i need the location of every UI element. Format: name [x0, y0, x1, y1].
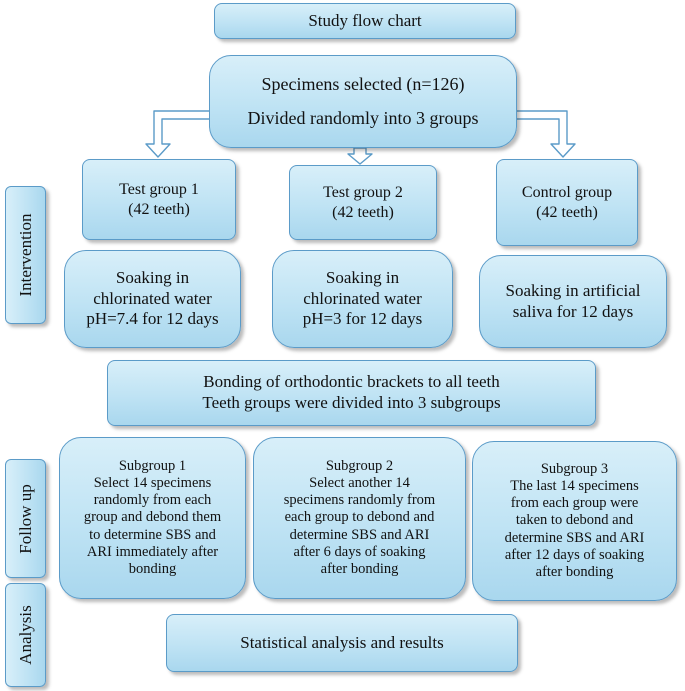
analysis-box: Statistical analysis and results: [166, 614, 518, 672]
subgroup-line: each group to debond and: [284, 509, 435, 526]
follow-up-label-box: Follow up: [5, 459, 46, 578]
selection-line-1: Specimens selected (n=126): [261, 73, 465, 94]
intervention-label-box: Intervention: [5, 186, 46, 324]
intervention-label: Intervention: [15, 213, 35, 297]
soaking-line: Soaking in artificial: [505, 280, 641, 300]
group-count: (42 teeth): [128, 200, 190, 218]
soaking-line: chlorinated water: [303, 288, 422, 308]
subgroup-box-3: Subgroup 3 The last 14 specimens from ea…: [472, 441, 677, 601]
group-box-test-2: Test group 2 (42 teeth): [289, 165, 437, 240]
subgroup-line: Subgroup 2: [325, 458, 394, 475]
group-name: Control group: [521, 183, 613, 201]
group-name: Test group 2: [323, 183, 403, 201]
subgroup-line: Select another 14: [309, 475, 410, 492]
soaking-line: chlorinated water: [93, 288, 212, 308]
arrow-to-test-group-2: [347, 147, 373, 165]
soaking-box-test-2: Soaking in chlorinated water pH=3 for 12…: [272, 250, 453, 348]
analysis-text: Statistical analysis and results: [240, 632, 444, 652]
subgroup-line: from each group were: [510, 495, 639, 512]
soaking-box-control: Soaking in artificial saliva for 12 days: [479, 255, 667, 348]
soaking-line: pH=3 for 12 days: [302, 309, 423, 329]
subgroup-line: specimens randomly from: [283, 492, 436, 509]
analysis-label: Analysis: [15, 605, 35, 665]
subgroup-line: Subgroup 3: [540, 461, 609, 478]
selection-box: Specimens selected (n=126) Divided rando…: [209, 55, 517, 148]
subgroup-line: after 6 days of soaking: [293, 543, 426, 560]
soaking-line: saliva for 12 days: [512, 301, 634, 321]
soaking-box-test-1: Soaking in chlorinated water pH=7.4 for …: [64, 250, 241, 348]
subgroup-line: Select 14 specimens: [93, 475, 212, 492]
subgroup-line: Subgroup 1: [118, 458, 187, 475]
analysis-label-box: Analysis: [5, 583, 46, 687]
subgroup-line: after 12 days of soaking: [504, 546, 645, 563]
follow-up-label: Follow up: [15, 483, 35, 554]
subgroup-box-1: Subgroup 1 Select 14 specimens randomly …: [59, 437, 246, 599]
subgroup-line: determine SBS and ARI: [504, 529, 645, 546]
subgroup-box-2: Subgroup 2 Select another 14 specimens r…: [253, 437, 466, 599]
subgroup-line: group and debond them: [83, 509, 222, 526]
subgroup-line: to determine SBS and: [89, 526, 216, 543]
group-count: (42 teeth): [536, 203, 598, 221]
subgroup-line: ARI immediately after: [86, 543, 219, 560]
bonding-box: Bonding of orthodontic brackets to all t…: [107, 360, 596, 426]
subgroup-line: after bonding: [535, 563, 614, 580]
group-box-control: Control group (42 teeth): [496, 159, 638, 246]
subgroup-line: taken to debond and: [515, 512, 634, 529]
arrow-to-control-group: [515, 102, 576, 158]
group-name: Test group 1: [119, 180, 199, 198]
subgroup-line: The last 14 specimens: [510, 478, 639, 495]
arrow-to-test-group-1: [145, 102, 212, 158]
bonding-line-2: Teeth groups were divided into 3 subgrou…: [202, 393, 501, 412]
soaking-line: Soaking in: [115, 267, 190, 287]
subgroup-line: randomly from each: [93, 492, 212, 509]
subgroup-line: determine SBS and ARI: [289, 526, 430, 543]
subgroup-line: bonding: [128, 560, 177, 577]
soaking-line: pH=7.4 for 12 days: [86, 309, 219, 329]
title-box: Study flow chart: [214, 3, 516, 39]
soaking-line: Soaking in: [325, 267, 400, 287]
bonding-line-1: Bonding of orthodontic brackets to all t…: [203, 372, 500, 392]
subgroup-line: after bonding: [320, 560, 399, 577]
page-title: Study flow chart: [308, 10, 422, 30]
selection-line-2: Divided randomly into 3 groups: [247, 107, 479, 128]
group-count: (42 teeth): [332, 203, 394, 221]
group-box-test-1: Test group 1 (42 teeth): [82, 159, 236, 240]
